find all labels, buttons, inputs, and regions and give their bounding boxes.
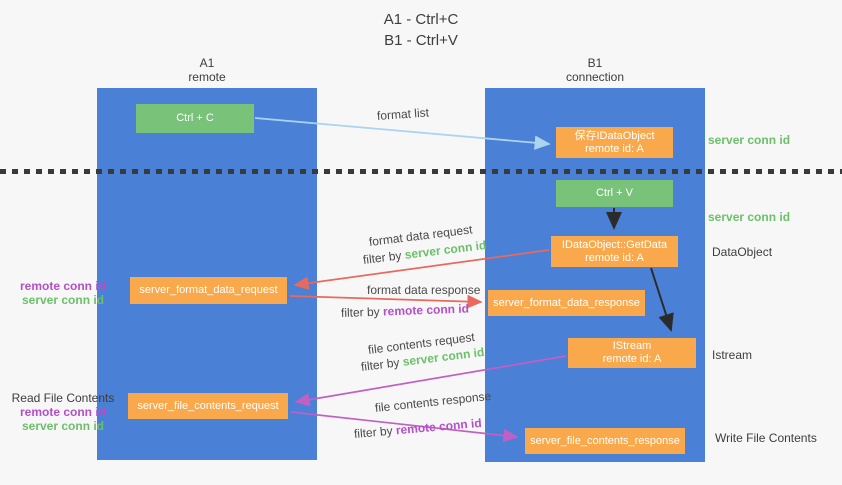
label-file-contents-response: file contents response [374,388,492,415]
server-conn-id-text: server conn id [21,293,105,307]
node-istream: IStream remote id: A [568,338,696,368]
label-server-conn-id-mid: server conn id [708,210,791,224]
node-ctrl-v: Ctrl + V [556,180,673,207]
node-server-file-contents-request-label: server_file_contents_request [137,399,279,412]
node-server-file-contents-request: server_file_contents_request [128,393,288,419]
remote-conn-id-text: remote conn id [19,279,106,293]
column-b1-label: B1 [587,56,603,70]
title-line-1: A1 - Ctrl+C [383,11,459,28]
node-server-format-data-response: server_format_data_response [488,290,645,316]
node-ctrl-v-label: Ctrl + V [596,187,633,199]
node-save-idataobject: 保存IDataObject remote id: A [556,127,673,158]
node-server-format-data-response-label: server_format_data_response [493,296,640,309]
filter-by-text: filter by [360,354,404,374]
node-server-format-data-request: server_format_data_request [130,277,287,304]
node-save-idataobject-line2: remote id: A [585,142,644,155]
label-format-data-response: format data response [367,283,481,297]
remote-conn-id-text: remote conn id [19,405,106,419]
label-format-list: format list [376,105,430,123]
label-dataobject: DataObject [712,245,773,259]
filter-by-text: filter by [353,423,397,441]
label-istream: Istream [712,348,753,362]
column-header-a1: A1 remote [97,56,317,84]
read-file-contents-text: Read File Contents [11,391,115,405]
remote-conn-id-text: remote conn id [395,415,483,438]
label-left-conn-ids-format: remote conn id server conn id [0,279,126,307]
column-b1-sublabel: connection [565,70,625,84]
server-conn-id-text: server conn id [21,419,105,433]
label-filter-by-remote-1: filter by remote conn id [341,302,469,320]
node-idataobject-getdata-line1: IDataObject::GetData [561,238,668,251]
label-read-file-contents-block: Read File Contents remote conn id server… [0,391,126,433]
label-write-file-contents: Write File Contents [715,431,817,445]
label-server-conn-id-top: server conn id [708,133,791,147]
node-save-idataobject-line1: 保存IDataObject [574,129,655,142]
node-server-format-data-request-label: server_format_data_request [139,284,278,296]
column-a1-label: A1 [199,56,215,70]
title-line-2: B1 - Ctrl+V [384,32,458,49]
dotted-divider-line [0,169,842,174]
node-server-file-contents-response: server_file_contents_response [525,428,685,454]
column-header-b1: B1 connection [485,56,705,84]
filter-by-text: filter by [362,247,406,267]
node-idataobject-getdata: IDataObject::GetData remote id: A [551,236,678,267]
remote-conn-id-text: remote conn id [382,301,470,319]
filter-by-text: filter by [340,304,384,320]
node-server-file-contents-response-label: server_file_contents_response [530,434,680,447]
node-idataobject-getdata-line2: remote id: A [585,251,644,264]
node-istream-line1: IStream [612,340,652,352]
node-istream-line2: remote id: A [602,353,662,365]
diagram-title: A1 - Ctrl+C B1 - Ctrl+V [0,9,842,51]
node-ctrl-c-label: Ctrl + C [176,112,214,124]
label-filter-by-remote-2: filter by remote conn id [353,416,482,441]
node-ctrl-c: Ctrl + C [136,104,254,133]
column-a1-sublabel: remote [188,70,226,84]
